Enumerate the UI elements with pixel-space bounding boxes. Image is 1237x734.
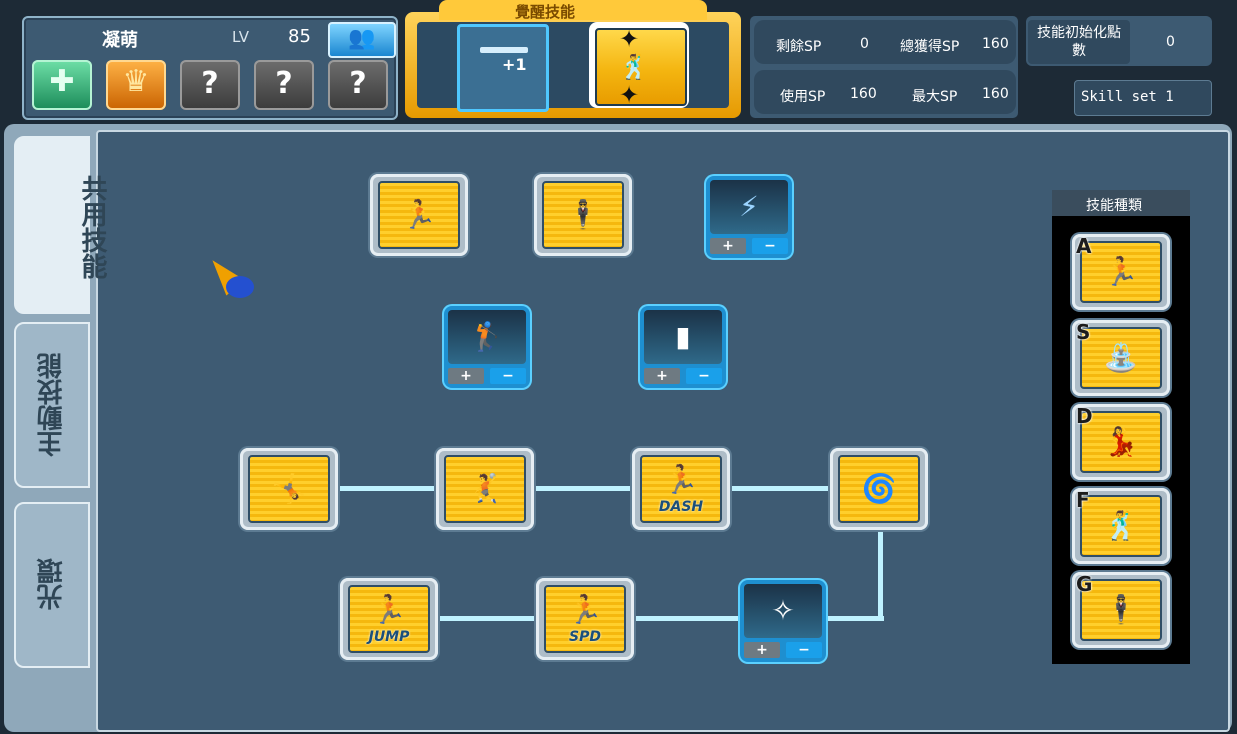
tab-active-skills[interactable]: 主動技能 [14, 322, 90, 488]
hotkey-slot-a[interactable]: 🏃A [1072, 234, 1170, 310]
party-icon: 👥 [348, 26, 376, 51]
skill-speed[interactable]: 🏃 SPD [536, 578, 634, 660]
used-sp-value: 160 [850, 86, 877, 102]
skill-set-label: Skill set 1 [1081, 89, 1174, 105]
reset-label: 技能初始化點數 [1037, 25, 1121, 59]
remaining-sp-value: 0 [860, 36, 869, 52]
skill-spin-throw[interactable]: 🤸 [240, 448, 338, 530]
party-button[interactable]: 👥 [328, 22, 396, 58]
tab-common-skills[interactable]: 共用技能 [14, 136, 107, 314]
spd-label: SPD [569, 629, 601, 645]
skill-set-button[interactable]: Skill set 1 [1074, 80, 1212, 116]
locked-slot-icon[interactable]: ? [180, 60, 240, 110]
character-name: 凝萌 [102, 30, 138, 51]
tab-common-skills-label: 共用技能 [77, 175, 107, 279]
skill-dash[interactable]: 🏃 DASH [632, 448, 730, 530]
total-sp-label: 總獲得SP [900, 39, 960, 55]
hotkey-letter: A [1076, 234, 1092, 258]
add-point-button[interactable]: + [644, 368, 680, 384]
link-line [438, 616, 884, 621]
max-sp-label: 最大SP [912, 89, 958, 105]
level-label: LV [232, 28, 249, 46]
reset-button[interactable]: 技能初始化點數 [1028, 20, 1130, 64]
skill-jump[interactable]: 🏃 JUMP [340, 578, 438, 660]
awakening-title: 覺醒技能 [515, 3, 576, 21]
hotkey-slot-f[interactable]: 🕺F [1072, 488, 1170, 564]
skill-whirl[interactable]: 🌀 [830, 448, 928, 530]
add-point-button[interactable]: + [744, 642, 780, 658]
skill-types-panel: 技能種類 🏃A ⛲S 💃D 🕺F 🕴G [1052, 190, 1190, 664]
skill-sparkle[interactable]: ✧ + − [740, 580, 826, 662]
green-cross-icon[interactable]: ✚ [32, 60, 92, 110]
level-value: 85 [288, 26, 311, 47]
hotkey-slot-d[interactable]: 💃D [1072, 404, 1170, 480]
awakening-panel: 覺醒技能 +1 ✦🕺✦ [405, 0, 741, 118]
remove-point-button[interactable]: − [786, 642, 822, 658]
awakening-skill[interactable]: ✦🕺✦ [589, 22, 689, 109]
link-line [338, 486, 834, 491]
hotkey-slot-g[interactable]: 🕴G [1072, 572, 1170, 648]
skill-burst[interactable]: 🕴 [534, 174, 632, 256]
sp-panel: 剩餘SP 0 總獲得SP 160 使用SP 160 最大SP 160 [750, 16, 1018, 118]
skill-types-title: 技能種類 [1086, 198, 1142, 214]
hotkey-letter: S [1076, 320, 1091, 344]
skill-blue-strike[interactable]: ⚡ + − [706, 176, 792, 258]
max-sp-value: 160 [982, 86, 1009, 102]
link-line [878, 532, 883, 621]
hotkey-slot-s[interactable]: ⛲S [1072, 320, 1170, 396]
reset-value: 0 [1166, 34, 1175, 50]
awakening-upgrade-skill[interactable]: +1 [457, 24, 549, 112]
hotkey-letter: G [1076, 572, 1093, 596]
character-panel: 凝萌 LV 85 👥 ✚ ♛ ? ? ? [22, 16, 398, 120]
plus-one-label: +1 [502, 55, 527, 74]
tab-aura[interactable]: 光環 [14, 502, 90, 668]
remove-point-button[interactable]: − [490, 368, 526, 384]
jump-label: JUMP [368, 629, 410, 645]
used-sp-label: 使用SP [780, 89, 826, 105]
cursor-icon [203, 252, 264, 312]
skill-wave-slash[interactable]: 🏃 [370, 174, 468, 256]
dash-label: DASH [658, 499, 704, 515]
locked-slot-icon[interactable]: ? [328, 60, 388, 110]
hotkey-letter: F [1076, 488, 1090, 512]
add-point-button[interactable]: + [448, 368, 484, 384]
hotkey-letter: D [1076, 404, 1093, 428]
tab-aura-label: 光環 [37, 558, 67, 610]
locked-slot-icon[interactable]: ? [254, 60, 314, 110]
total-sp-value: 160 [982, 36, 1009, 52]
remove-point-button[interactable]: − [752, 238, 788, 254]
skill-dive[interactable]: 🤾 [436, 448, 534, 530]
tab-active-skills-label: 主動技能 [37, 353, 67, 457]
skill-tree-panel [96, 130, 1230, 732]
reset-panel: 技能初始化點數 0 [1026, 16, 1212, 66]
remove-point-button[interactable]: − [686, 368, 722, 384]
remaining-sp-label: 剩餘SP [776, 39, 822, 55]
skill-block[interactable]: ▮ + − [640, 306, 726, 388]
skill-slide-kick[interactable]: 🏌 + − [444, 306, 530, 388]
gold-crown-icon[interactable]: ♛ [106, 60, 166, 110]
add-point-button[interactable]: + [710, 238, 746, 254]
